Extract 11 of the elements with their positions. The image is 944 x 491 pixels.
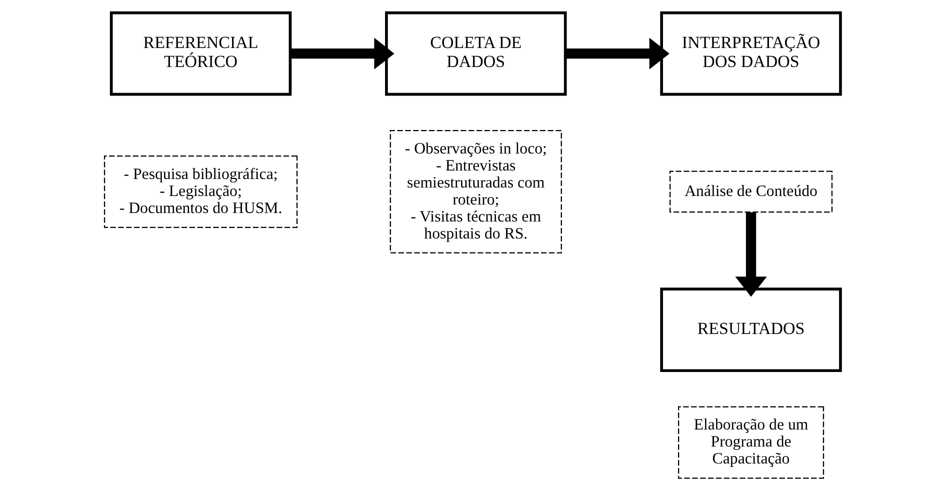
node-box: REFERENCIAL TEÓRICO — [109, 11, 292, 96]
node-box: - Observações in loco; - Entrevistas semiestruturadas com roteiro; - Visitas técnicas em hospitais do RS. — [389, 130, 562, 254]
node-box: RESULTADOS — [660, 288, 842, 372]
node-box: INTERPRETAÇÃO DOS DADOS — [660, 11, 842, 96]
node-box: - Pesquisa bibliográfica; - Legislação; - Documentos do HUSM. — [103, 156, 298, 228]
arrow — [290, 38, 394, 70]
node-box: Elaboração de um Programa de Capacitação — [678, 406, 824, 479]
arrow — [734, 212, 766, 297]
arrow — [565, 38, 669, 70]
node-box: COLETA DE DADOS — [384, 11, 566, 96]
node-box: Análise de Conteúdo — [669, 170, 832, 213]
